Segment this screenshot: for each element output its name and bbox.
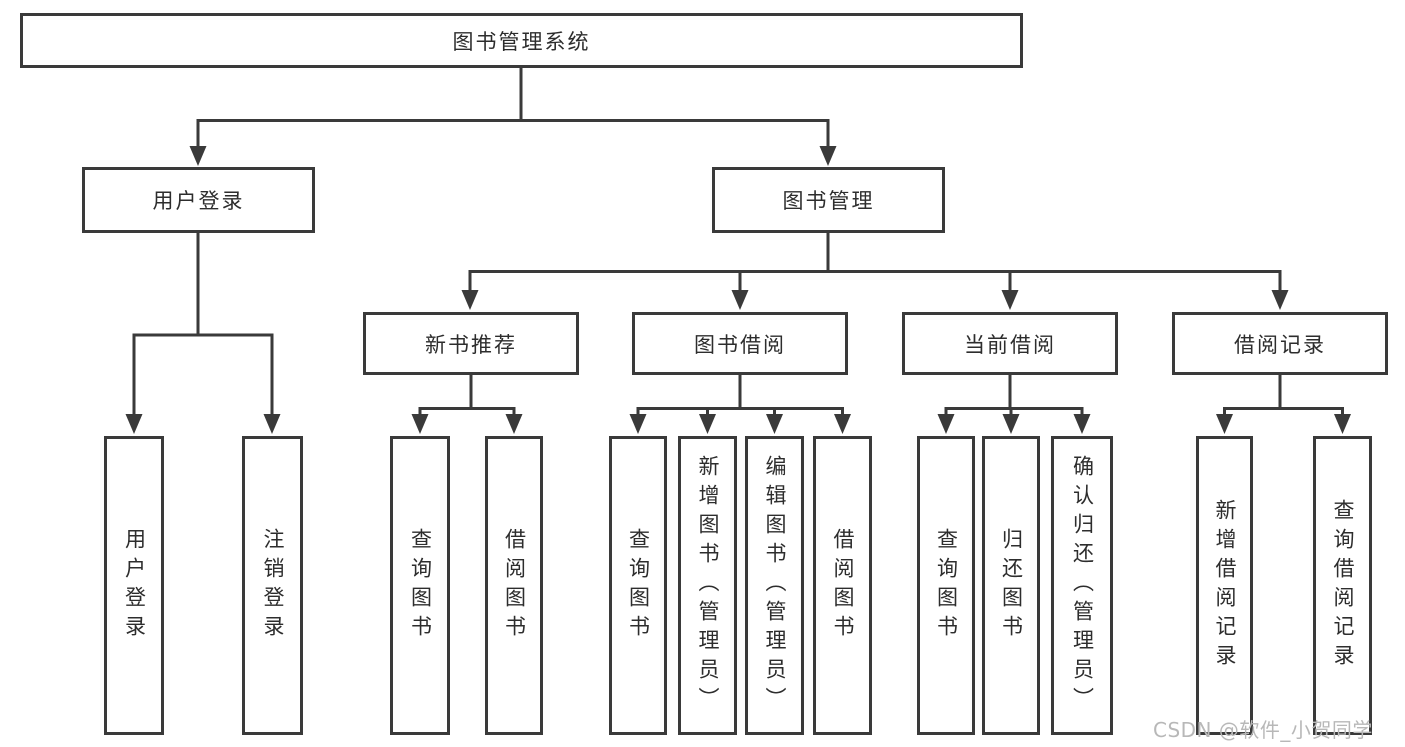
leaf-borrow-book-recommend-label: 借阅图书: [502, 527, 527, 644]
leaf-borrow-book-recommend: 借阅图书: [485, 436, 543, 735]
leaf-confirm-return-admin: 确认归还（管理员）: [1051, 436, 1113, 735]
leaf-query-book-borrow: 查询图书: [609, 436, 667, 735]
leaf-return-book: 归还图书: [982, 436, 1040, 735]
node-book-management: 图书管理: [712, 167, 945, 233]
node-new-book-recommend: 新书推荐: [363, 312, 579, 375]
node-user-login: 用户登录: [82, 167, 315, 233]
leaf-query-book-borrow-label: 查询图书: [626, 527, 651, 644]
leaf-add-borrow-record-label: 新增借阅记录: [1213, 498, 1237, 673]
leaf-confirm-return-admin-label: 确认归还（管理员）: [1070, 455, 1095, 716]
leaf-query-book-current: 查询图书: [917, 436, 975, 735]
leaf-query-borrow-record: 查询借阅记录: [1313, 436, 1372, 735]
leaf-query-borrow-record-label: 查询借阅记录: [1331, 498, 1355, 673]
node-library-management-system: 图书管理系统: [20, 13, 1023, 68]
leaf-return-book-label: 归还图书: [999, 527, 1024, 644]
leaf-user-login: 用户登录: [104, 436, 164, 735]
leaf-edit-book-admin: 编辑图书（管理员）: [745, 436, 804, 735]
leaf-borrow-book: 借阅图书: [813, 436, 872, 735]
leaf-logout-label: 注销登录: [261, 527, 285, 644]
leaf-add-book-admin-label: 新增图书（管理员）: [696, 455, 720, 716]
node-book-borrow: 图书借阅: [632, 312, 848, 375]
leaf-query-book-recommend: 查询图书: [390, 436, 450, 735]
csdn-watermark: CSDN @软件_小贺同学: [1153, 718, 1373, 742]
leaf-logout: 注销登录: [242, 436, 303, 735]
leaf-add-book-admin: 新增图书（管理员）: [678, 436, 737, 735]
leaf-borrow-book-label: 借阅图书: [831, 527, 855, 644]
node-borrow-record: 借阅记录: [1172, 312, 1388, 375]
leaf-add-borrow-record: 新增借阅记录: [1196, 436, 1253, 735]
leaf-edit-book-admin-label: 编辑图书（管理员）: [763, 455, 787, 716]
leaf-user-login-label: 用户登录: [122, 527, 147, 644]
node-current-borrow: 当前借阅: [902, 312, 1118, 375]
leaf-query-book-current-label: 查询图书: [934, 527, 959, 644]
leaf-query-book-recommend-label: 查询图书: [408, 527, 433, 644]
